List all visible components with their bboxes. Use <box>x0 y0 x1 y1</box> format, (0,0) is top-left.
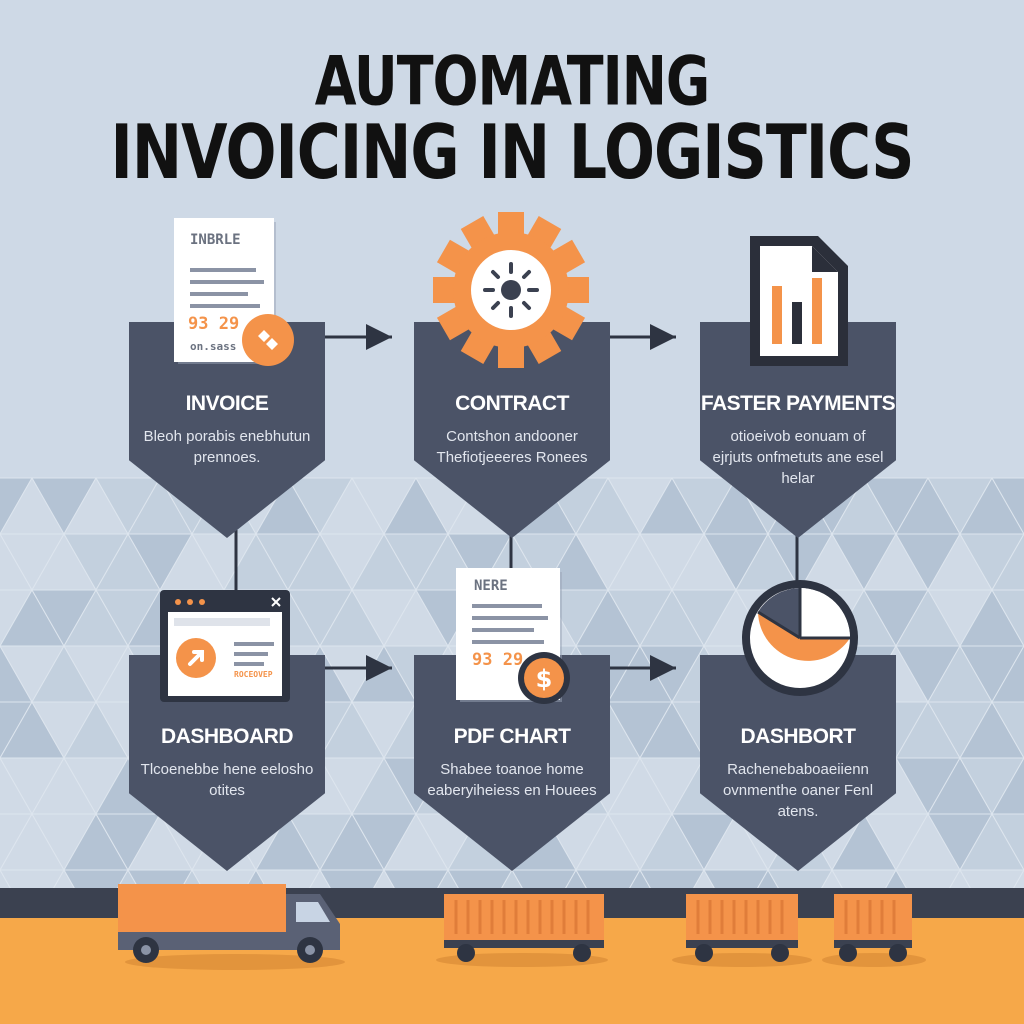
arrowhead-contract-payments <box>650 324 676 350</box>
step-description: Shabee toanoe home eaberyiheiess en Houe… <box>427 761 597 799</box>
background-triangle <box>991 589 1024 648</box>
pie-chart-icon <box>742 580 858 696</box>
step-title: CONTRACT <box>455 392 569 415</box>
step-title: DASHBORT <box>740 725 857 748</box>
step-title: DASHBOARD <box>161 725 294 748</box>
step-description: Rachenebaboaeiienn ovnmenthe oaner Fenl … <box>722 761 874 820</box>
step-title: PDF CHART <box>453 725 571 748</box>
background-triangle <box>991 813 1024 872</box>
dashboard-window-icon <box>160 590 290 702</box>
cargo-container-2-icon <box>672 894 812 967</box>
svg-text:$: $ <box>536 665 553 693</box>
background-triangle <box>991 644 1024 703</box>
arrowhead-pdf-dashbort <box>650 655 676 681</box>
background-triangle <box>991 756 1024 815</box>
step-description: otioeivob eonuam of ejrjuts onfmetuts an… <box>712 428 884 487</box>
pdf-dollar-document-icon: $ <box>456 568 570 704</box>
background-triangle <box>991 701 1024 760</box>
arrowhead-dashboard-pdf <box>366 655 392 681</box>
invoice-icon-header-text: INBRLE <box>190 232 241 248</box>
dashboard-icon-badge-text: ROCEOVEP <box>234 670 273 679</box>
truck-icon <box>118 884 345 970</box>
bar-chart-document-icon <box>750 236 848 366</box>
invoice-icon-amount-text: 93 29 <box>188 314 240 334</box>
background-triangle <box>991 477 1024 536</box>
step-description: Tlcoenebbe hene eelosho otites <box>140 761 314 799</box>
cargo-container-3-icon <box>822 894 926 967</box>
arrowhead-invoice-contract <box>366 324 392 350</box>
page-title-line-1: AUTOMATING <box>314 42 711 121</box>
background-triangle <box>991 532 1024 591</box>
page-title-line-2: INVOICING IN LOGISTICS <box>110 109 915 197</box>
gear-icon <box>433 212 589 368</box>
invoice-document-icon <box>174 218 294 366</box>
cargo-container-1-icon <box>436 894 608 967</box>
step-title: FASTER PAYMENTS <box>700 392 896 415</box>
pdf-icon-header-text: NERE <box>474 578 508 594</box>
invoice-icon-footer-text: on.sass <box>190 340 237 353</box>
step-description: Bleoh porabis enebhutun prennoes. <box>143 428 311 466</box>
step-title: INVOICE <box>185 392 269 415</box>
pdf-icon-amount-text: 93 29 <box>472 650 524 670</box>
step-description: Contshon andooner Thefiotjeeeres Ronees <box>436 428 588 466</box>
